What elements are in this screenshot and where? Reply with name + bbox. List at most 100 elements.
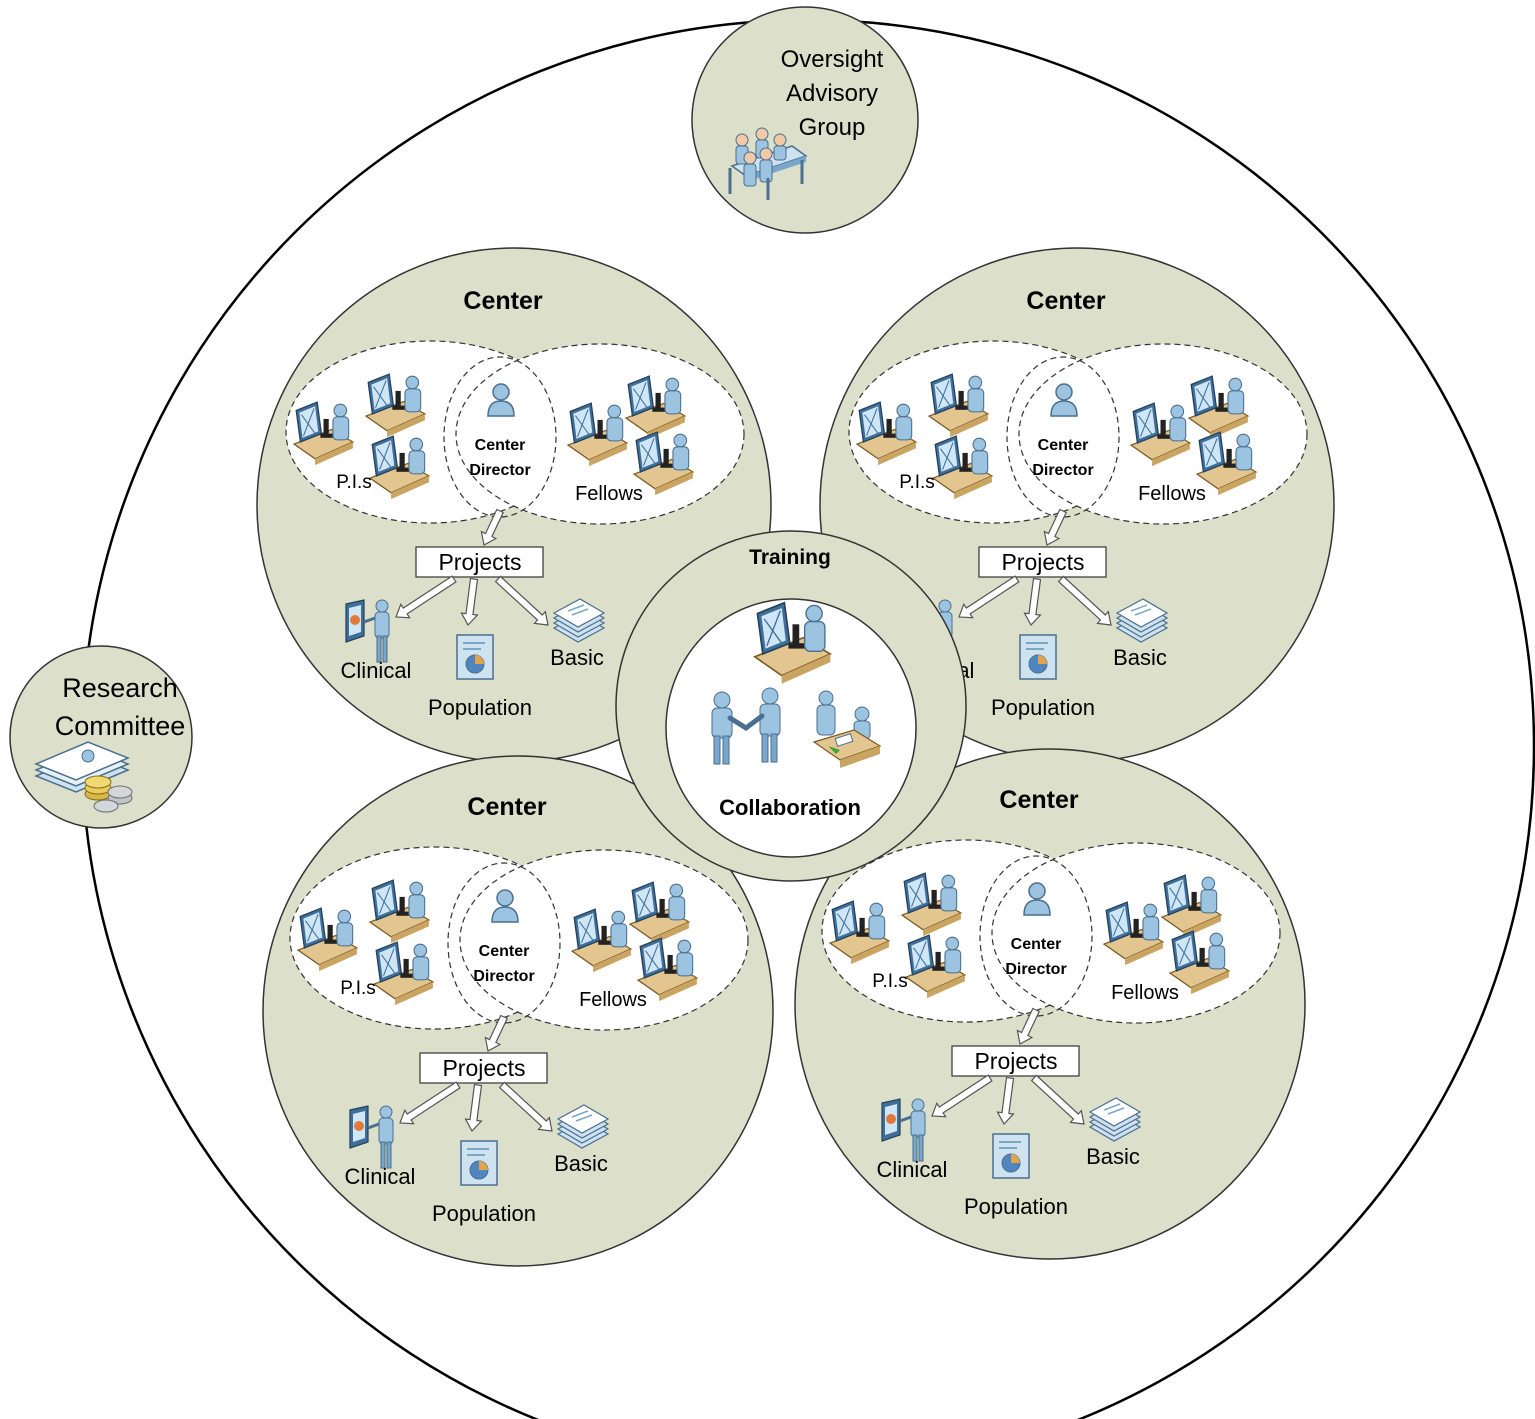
clinical-presenter-icon xyxy=(349,1105,394,1169)
pi-researcher-icon xyxy=(828,900,891,965)
population-report-icon xyxy=(1019,634,1057,680)
basic-label: Basic xyxy=(1113,645,1167,670)
pi-researcher-icon xyxy=(296,907,359,972)
projects-to-basic-arrow xyxy=(1030,1074,1085,1125)
handshake-icon xyxy=(711,687,781,765)
basic-documents-icon xyxy=(1115,598,1169,643)
population-label: Population xyxy=(991,695,1095,720)
director-to-projects-arrow xyxy=(480,508,504,546)
fellow-researcher-icon xyxy=(1168,930,1231,995)
projects-to-basic-arrow xyxy=(498,1081,553,1132)
basic-documents-icon xyxy=(1088,1097,1142,1142)
director-ellipse xyxy=(443,356,557,518)
projects-label: Projects xyxy=(1001,549,1084,575)
research-committee: Research Committee xyxy=(9,645,193,829)
director-ellipse xyxy=(447,862,561,1024)
fellow-researcher-icon xyxy=(1195,431,1258,496)
projects-box xyxy=(951,1045,1080,1077)
pi-researcher-icon xyxy=(904,934,967,999)
population-label: Population xyxy=(432,1201,536,1226)
training-label: Training xyxy=(749,546,831,569)
projects-to-clinical-arrow xyxy=(958,575,1020,619)
fellows-label: Fellows xyxy=(579,989,647,1011)
fellow-researcher-icon xyxy=(632,431,695,496)
pis-label: P.I.s xyxy=(336,472,372,493)
pis-label: P.I.s xyxy=(872,971,908,992)
exchange-icon xyxy=(812,690,882,768)
director-to-projects-arrow xyxy=(1043,508,1067,546)
population-report-icon xyxy=(992,1133,1030,1179)
director-person-icon xyxy=(487,383,515,417)
pi-researcher-icon xyxy=(855,401,918,466)
training-collaboration-hub: Training Collaboration xyxy=(615,530,967,882)
director-label-line1: Center xyxy=(1011,936,1062,953)
projects-to-population-arrow xyxy=(1023,577,1042,627)
director-label-line2: Director xyxy=(1032,462,1093,479)
pi-researcher-icon xyxy=(931,435,994,500)
director-label-line2: Director xyxy=(1005,961,1066,978)
director-label-line1: Center xyxy=(479,943,530,960)
clinical-label: Clinical xyxy=(877,1157,948,1182)
oversight-label-line1: Oversight xyxy=(781,46,884,73)
director-label-line2: Director xyxy=(473,968,534,985)
director-label-line1: Center xyxy=(475,437,526,454)
basic-label: Basic xyxy=(554,1151,608,1176)
director-ellipse xyxy=(1006,356,1120,518)
director-person-icon xyxy=(491,889,519,923)
fellow-researcher-icon xyxy=(566,402,629,467)
basic-documents-icon xyxy=(556,1104,610,1149)
pi-researcher-icon xyxy=(368,435,431,500)
research-label-line1: Research xyxy=(62,673,178,703)
projects-box xyxy=(415,546,544,578)
projects-to-clinical-arrow xyxy=(931,1074,993,1118)
center-title: Center xyxy=(463,287,542,315)
pi-researcher-icon xyxy=(364,373,427,438)
director-ellipse xyxy=(979,855,1093,1017)
documents-coins-icon xyxy=(34,741,133,813)
basic-documents-icon xyxy=(552,598,606,643)
centers-layer: CenterP.I.sFellowsCenterDirectorProjects… xyxy=(256,247,1335,1267)
population-report-icon xyxy=(456,634,494,680)
research-label-line2: Committee xyxy=(55,711,186,741)
projects-box xyxy=(419,1052,548,1084)
projects-to-population-arrow xyxy=(996,1076,1015,1126)
oversight-label-line2: Advisory xyxy=(786,80,878,107)
center-title: Center xyxy=(467,793,546,821)
fellow-researcher-icon xyxy=(636,937,699,1002)
oversight-label-line3: Group xyxy=(799,114,866,141)
clinical-presenter-icon xyxy=(881,1098,926,1162)
collaboration-label: Collaboration xyxy=(719,795,861,820)
fellows-label: Fellows xyxy=(1111,982,1179,1004)
fellows-label: Fellows xyxy=(1138,483,1206,505)
oversight-advisory-group: Oversight Advisory Group xyxy=(691,6,919,234)
center-bottom-right: CenterP.I.sFellowsCenterDirectorProjects… xyxy=(794,748,1306,1260)
basic-label: Basic xyxy=(1086,1144,1140,1169)
director-label-line2: Director xyxy=(469,462,530,479)
clinical-label: Clinical xyxy=(341,658,412,683)
pis-label: P.I.s xyxy=(340,978,376,999)
pi-researcher-icon xyxy=(372,941,435,1006)
meeting-table-icon xyxy=(728,127,808,200)
projects-label: Projects xyxy=(438,549,521,575)
center-title: Center xyxy=(999,786,1078,814)
pi-researcher-icon xyxy=(900,872,963,937)
center-title: Center xyxy=(1026,287,1105,315)
clinical-presenter-icon xyxy=(345,599,390,663)
projects-to-population-arrow xyxy=(460,577,479,627)
director-label-line1: Center xyxy=(1038,437,1089,454)
pi-researcher-icon xyxy=(368,879,431,944)
director-person-icon xyxy=(1050,383,1078,417)
director-to-projects-arrow xyxy=(1016,1007,1040,1045)
projects-to-clinical-arrow xyxy=(395,575,457,619)
population-label: Population xyxy=(428,695,532,720)
projects-to-basic-arrow xyxy=(494,575,549,626)
projects-box xyxy=(978,546,1107,578)
population-label: Population xyxy=(964,1194,1068,1219)
projects-label: Projects xyxy=(442,1055,525,1081)
pis-label: P.I.s xyxy=(899,472,935,493)
basic-label: Basic xyxy=(550,645,604,670)
pi-researcher-icon xyxy=(927,373,990,438)
projects-to-clinical-arrow xyxy=(399,1081,461,1125)
